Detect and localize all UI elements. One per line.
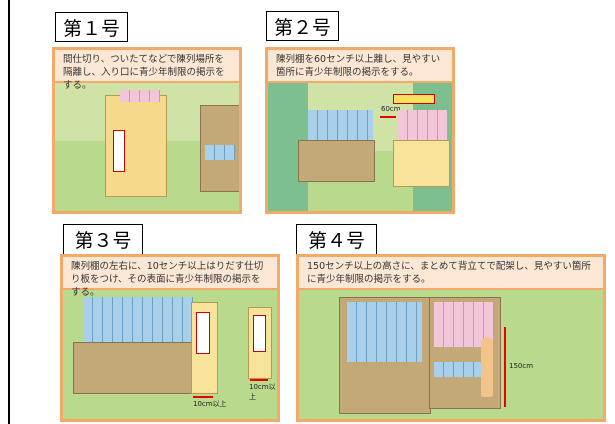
gap-arrow: [380, 116, 396, 118]
restriction-sign: [253, 315, 266, 352]
shelf: [298, 140, 375, 182]
left-measure: 10cm以上: [193, 400, 227, 408]
books: [347, 302, 422, 362]
page-margin-line: [8, 0, 10, 424]
panel-1: 間仕切り、ついたてなどで陳列場所を隔離し、入り口に青少年制限の掲示をする。: [52, 47, 242, 214]
height-label: 150cm: [509, 362, 534, 370]
right-arrow: [250, 379, 268, 381]
books: [434, 362, 489, 377]
person-figure: [481, 337, 493, 397]
gap-label: 60cm: [381, 105, 401, 113]
panel-2-caption: 陳列棚を60センチ以上離し、見やすい箇所に青少年制限の掲示をする。: [268, 50, 452, 83]
books: [120, 90, 160, 102]
panel-4: 150センチ以上の高さに、まとめて背立てで配架し、見やすい箇所に青少年制限の掲示…: [296, 254, 606, 422]
right-measure: 10cm以上: [249, 383, 276, 401]
adult-shelf: [393, 140, 450, 187]
left-arrow: [193, 396, 213, 398]
height-arrow: [504, 327, 506, 407]
panel-4-title: 第４号: [296, 224, 377, 255]
restriction-sign: [113, 130, 125, 172]
panel-3-title: 第３号: [63, 224, 143, 255]
panel-2-title: 第２号: [266, 11, 339, 41]
panel-1-caption: 間仕切り、ついたてなどで陳列場所を隔離し、入り口に青少年制限の掲示をする。: [55, 50, 239, 91]
adult-books: [398, 110, 448, 140]
panel-1-title: 第１号: [55, 12, 128, 42]
panel-4-caption: 150センチ以上の高さに、まとめて背立てで配架し、見やすい箇所に青少年制限の掲示…: [299, 257, 603, 290]
panel-2: 陳列棚を60センチ以上離し、見やすい箇所に青少年制限の掲示をする。 60cm: [265, 47, 455, 214]
panel-3: 陳列棚の左右に、10センチ以上はりだす仕切り板をつけ、その表面に青少年制限の掲示…: [60, 254, 280, 422]
books: [308, 110, 373, 140]
panel-3-caption: 陳列棚の左右に、10センチ以上はりだす仕切り板をつけ、その表面に青少年制限の掲示…: [63, 257, 277, 298]
shelf: [73, 342, 195, 394]
restriction-sign: [196, 312, 210, 354]
books: [205, 145, 235, 160]
restriction-sign: [393, 94, 435, 104]
books: [83, 297, 193, 342]
